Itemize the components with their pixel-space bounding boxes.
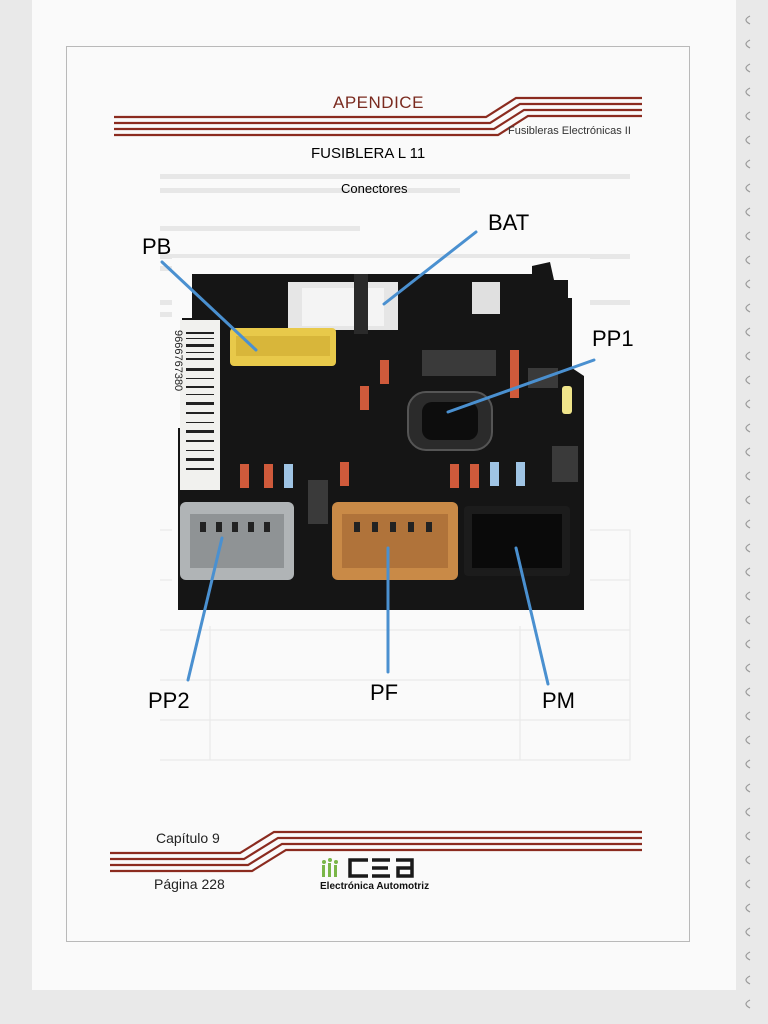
- page-frame: [66, 46, 690, 942]
- sticker-code: 9666767380: [172, 330, 184, 392]
- footer-page: Página 228: [154, 876, 225, 892]
- label-bat: BAT: [488, 210, 530, 235]
- header-title: APENDICE: [333, 93, 424, 112]
- label-pf: PF: [370, 680, 399, 705]
- document-subtitle: Conectores: [341, 181, 407, 196]
- label-pp2: PP2: [148, 688, 190, 713]
- footer-chapter: Capítulo 9: [156, 830, 220, 846]
- label-pb: PB: [142, 234, 172, 259]
- document-title: FUSIBLERA L 11: [311, 145, 426, 162]
- logo-caption: Electrónica Automotriz: [320, 881, 430, 892]
- header-subtitle: Fusibleras Electrónicas II: [508, 125, 631, 137]
- label-pm: PM: [542, 688, 575, 713]
- fusebox-photo: [172, 258, 590, 626]
- spiral-binding: [745, 15, 751, 1009]
- cea-logo: [322, 858, 414, 878]
- label-pp1: PP1: [592, 326, 634, 351]
